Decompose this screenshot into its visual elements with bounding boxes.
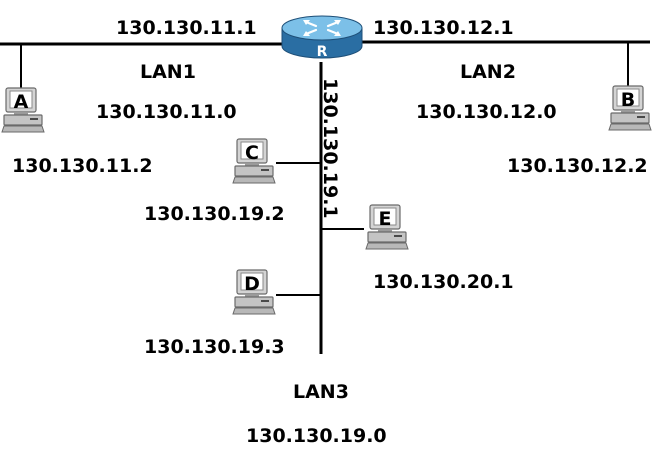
host-b-letter: B [621, 89, 635, 111]
host-d-ip: 130.130.19.3 [144, 336, 285, 358]
host-e-icon: E [365, 204, 409, 250]
host-e-ip: 130.130.20.1 [373, 271, 514, 293]
host-a-letter: A [14, 91, 29, 113]
host-b-ip: 130.130.12.2 [507, 155, 648, 177]
host-d-letter: D [244, 273, 260, 295]
host-e-letter: E [379, 208, 392, 230]
lan1-network: 130.130.11.0 [96, 101, 237, 123]
lan3-network: 130.130.19.0 [246, 425, 387, 447]
router-label: R [317, 44, 328, 60]
host-c-icon: C [232, 138, 276, 184]
host-c-letter: C [245, 142, 259, 164]
lan3-gateway-ip: 130.130.19.1 [319, 78, 341, 219]
lan1-gateway-ip: 130.130.11.1 [116, 17, 257, 39]
host-c-ip: 130.130.19.2 [144, 203, 285, 225]
lan1-name: LAN1 [140, 61, 196, 83]
lan2-name: LAN2 [460, 61, 516, 83]
host-a-ip: 130.130.11.2 [12, 155, 153, 177]
lan2-gateway-ip: 130.130.12.1 [373, 17, 514, 39]
host-a-icon: A [1, 87, 45, 133]
host-b-icon: B [608, 85, 652, 131]
router-icon: R [281, 15, 363, 60]
host-d-icon: D [232, 269, 276, 315]
lan3-name: LAN3 [293, 381, 349, 403]
lan2-network: 130.130.12.0 [416, 101, 557, 123]
